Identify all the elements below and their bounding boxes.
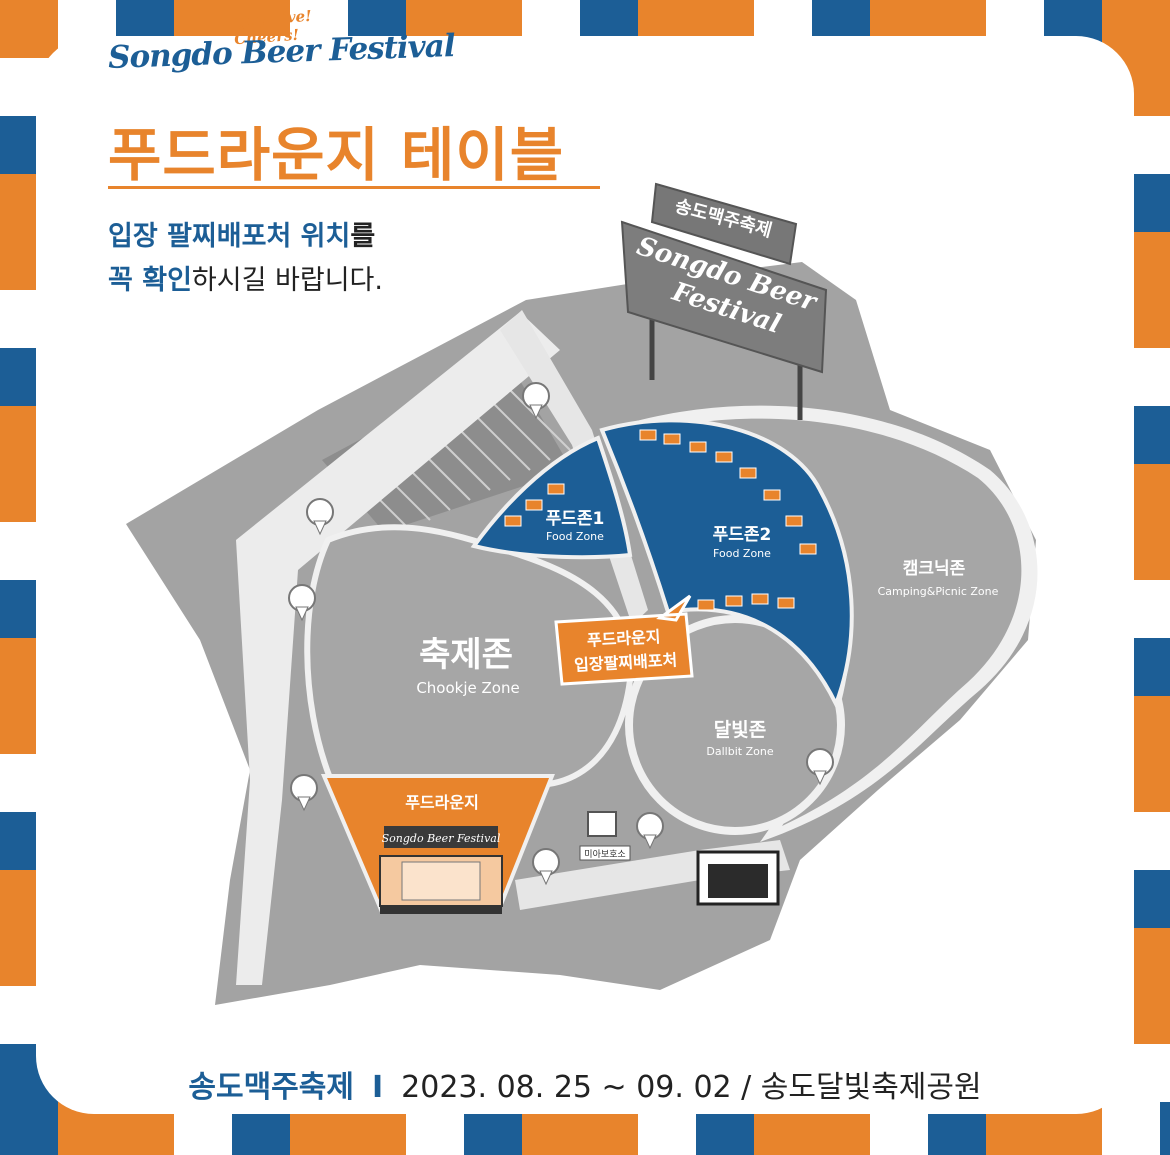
- food-table-icon: [639, 429, 657, 441]
- notice-line-2-emphasis: 꼭 확인: [108, 265, 192, 296]
- zone-food1-en: Food Zone: [546, 530, 604, 543]
- zone-food2-name: 푸드존2: [713, 525, 772, 545]
- border-tile: [0, 0, 58, 58]
- food-table-icon: [525, 499, 543, 511]
- lost-child-label: 미아보호소: [584, 849, 625, 860]
- zone-lounge-name: 푸드라운지: [405, 793, 479, 812]
- zone-camping-en: Camping&Picnic Zone: [878, 585, 999, 598]
- food-table-icon: [547, 483, 565, 495]
- map-pin-tail: [813, 770, 827, 786]
- parking-line: [509, 389, 571, 451]
- main-stage: Songdo Beer Festival: [379, 826, 503, 914]
- food-table-icon: [739, 467, 757, 479]
- food-table-icon: [785, 515, 803, 527]
- notice-line-1: 입장 팔찌배포처 위치를: [108, 214, 375, 253]
- page-title: 푸드라운지 테이블: [108, 121, 565, 189]
- map-pin-tail: [529, 404, 543, 420]
- zone-food2-en: Food Zone: [713, 547, 771, 560]
- food-table-icon: [715, 451, 733, 463]
- notice-line-2: 꼭 확인하시길 바랍니다.: [108, 258, 383, 297]
- map-pin-tail: [297, 796, 311, 812]
- stage-banner: Songdo Beer Festival: [382, 832, 501, 845]
- map-pin-tail: [295, 606, 309, 622]
- parking-line: [489, 399, 551, 461]
- parking-line: [469, 409, 531, 471]
- food-table-icon: [777, 597, 795, 609]
- zone-dallbit-en: Dallbit Zone: [706, 745, 773, 758]
- food-table-icon: [763, 489, 781, 501]
- zone-chookje-name: 축제존: [419, 635, 513, 675]
- border-tile: [0, 1097, 58, 1155]
- food-table-icon: [751, 593, 769, 605]
- food-table-icon: [799, 543, 817, 555]
- camping-zone: [612, 418, 1022, 826]
- map-pin-tail: [313, 520, 327, 536]
- zone-chookje-en: Chookje Zone: [416, 679, 519, 697]
- title-underline: [108, 186, 600, 189]
- border-tile: [1160, 1097, 1170, 1155]
- main-path: [236, 312, 560, 985]
- zone-food1-name: 푸드존1: [546, 509, 605, 529]
- notice-line-2-suffix: 하시길 바랍니다.: [191, 265, 383, 296]
- border-tile: [1160, 0, 1170, 58]
- footer-dates-place: 2023. 08. 25 ~ 09. 02 / 송도달빛축제공원: [401, 1070, 982, 1105]
- footer-event-name: 송도맥주축제: [188, 1070, 354, 1105]
- callout-line-1: 푸드라운지: [586, 627, 661, 650]
- food-table-icon: [689, 441, 707, 453]
- notice-line-1-suffix: 를: [350, 221, 376, 252]
- footer-separator: I: [371, 1070, 384, 1105]
- zone-dallbit-name: 달빛존: [714, 719, 766, 741]
- food-table-icon: [504, 515, 522, 527]
- food-zone-1: [470, 435, 633, 560]
- notice-line-1-emphasis: 입장 팔찌배포처 위치: [108, 221, 351, 252]
- map-pin-tail: [643, 834, 657, 850]
- zone-camping-name: 캠크닉존: [903, 559, 966, 579]
- wristband-callout: 푸드라운지 입장팔찌배포처: [554, 594, 694, 686]
- small-stage: [696, 850, 780, 906]
- food-zone-2: [599, 418, 854, 710]
- food-table-icon: [697, 599, 715, 611]
- lost-child-center: 미아보호소: [579, 811, 631, 861]
- food-table-icon: [725, 595, 743, 607]
- border-tile: [1102, 1097, 1160, 1155]
- event-footer: 송도맥주축제 I 2023. 08. 25 ~ 09. 02 / 송도달빛축제공원: [0, 1062, 1170, 1106]
- zone-labels: 푸드존1 Food Zone 푸드존2 Food Zone 캠크닉존 Campi…: [405, 509, 998, 812]
- map-pin-tail: [539, 870, 553, 886]
- food-table-icon: [663, 433, 681, 445]
